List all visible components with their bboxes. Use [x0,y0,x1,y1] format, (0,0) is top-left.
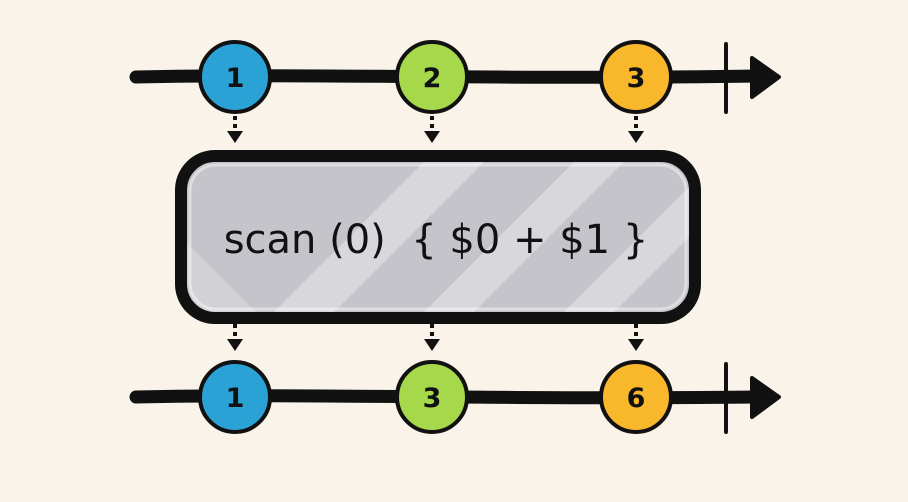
output-marble-2-label: 3 [423,383,442,414]
input-marble-2-label: 2 [423,63,442,94]
input-timeline-arrowhead [750,56,781,99]
output-marble-1-label: 1 [226,383,245,414]
input-marble-3: 3 [599,40,673,114]
operator-stripes [183,158,693,316]
output-marble-1: 1 [198,360,272,434]
operator-to-output-arrows [227,324,644,351]
output-timeline-arrowhead [750,376,781,419]
output-marble-3: 6 [599,360,673,434]
output-marble-2: 3 [395,360,469,434]
dotted-arrow-6 [628,324,644,351]
dotted-arrow-4 [227,324,243,351]
output-marbles: 1 3 6 [198,360,673,434]
dotted-arrow-5 [424,324,440,351]
input-marble-1-label: 1 [226,63,245,94]
dotted-arrow-3 [628,116,644,143]
dotted-arrow-1 [227,116,243,143]
input-marbles: 1 2 3 [198,40,673,114]
input-marble-2: 2 [395,40,469,114]
dotted-arrow-2 [424,116,440,143]
input-marble-1: 1 [198,40,272,114]
input-to-operator-arrows [227,116,644,143]
operator-box: scan (0) { $0 + $1 } [175,150,701,324]
input-marble-3-label: 3 [627,63,646,94]
operator-label: scan (0) { $0 + $1 } [224,217,649,263]
output-marble-3-label: 6 [627,383,646,414]
